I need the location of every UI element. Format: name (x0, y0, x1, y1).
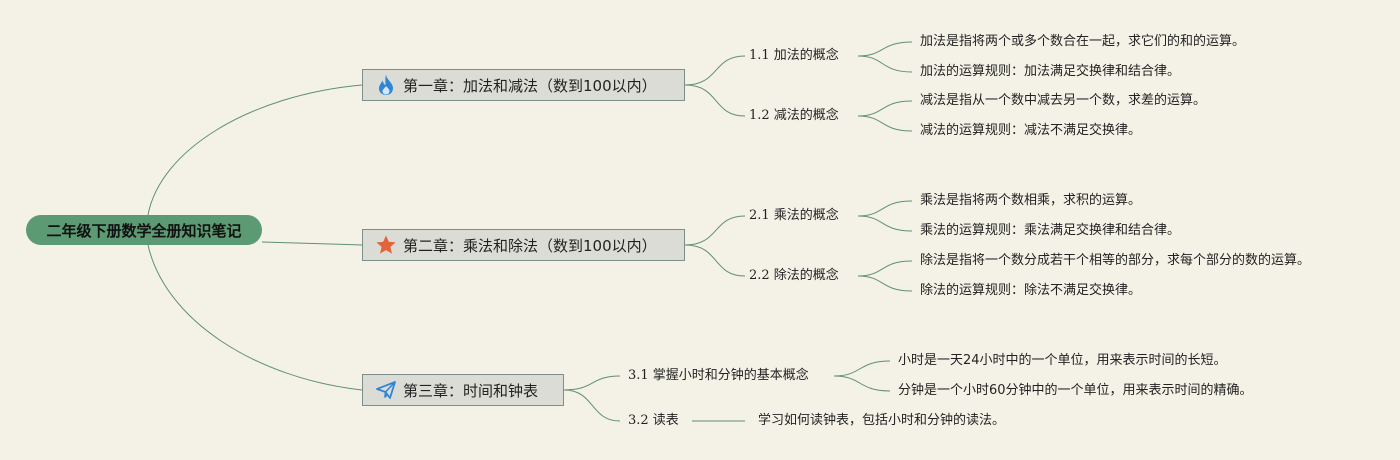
note-1-2-b[interactable]: 减法的运算规则：减法不满足交换律。 (920, 123, 1142, 138)
link-ch3-s2 (563, 389, 621, 422)
section-1-1[interactable]: 1.1 加法的概念 (749, 48, 839, 63)
link-s11-n2 (857, 55, 913, 73)
link-root-ch2 (261, 241, 363, 246)
root-title: 二年级下册数学全册知识笔记 (46, 221, 242, 240)
chapter-3-node[interactable]: 第三章：时间和钟表 (362, 374, 564, 406)
link-s22-n1 (857, 260, 913, 277)
section-1-2[interactable]: 1.2 减法的概念 (749, 108, 839, 123)
chapter-2-title: 第二章：乘法和除法（数到100以内） (403, 236, 657, 255)
link-s22-n2 (857, 275, 913, 292)
note-1-1-a[interactable]: 加法是指将两个或多个数合在一起，求它们的和的运算。 (920, 34, 1246, 49)
chapter-2-node[interactable]: 第二章：乘法和除法（数到100以内） (362, 229, 685, 261)
link-ch1-s1 (684, 55, 746, 86)
link-s12-n2 (857, 115, 913, 132)
note-3-2-a[interactable]: 学习如何读钟表，包括小时和分钟的读法。 (758, 413, 1006, 428)
root-topic[interactable]: 二年级下册数学全册知识笔记 (26, 215, 262, 245)
link-ch1-s2 (684, 84, 746, 117)
link-s21-n2 (857, 215, 913, 232)
link-s31-n1 (833, 360, 891, 377)
paper-plane-icon (375, 379, 397, 401)
chapter-3-title: 第三章：时间和钟表 (403, 381, 539, 400)
link-root-ch3 (147, 244, 363, 391)
section-3-1[interactable]: 3.1 掌握小时和分钟的基本概念 (628, 368, 809, 383)
chapter-1-node[interactable]: 第一章：加法和减法（数到100以内） (362, 69, 685, 101)
note-2-1-b[interactable]: 乘法的运算规则：乘法满足交换律和结合律。 (920, 223, 1181, 238)
note-1-1-b[interactable]: 加法的运算规则：加法满足交换律和结合律。 (920, 64, 1181, 79)
note-2-2-a[interactable]: 除法是指将一个数分成若干个相等的部分，求每个部分的数的运算。 (920, 253, 1311, 268)
link-s21-n1 (857, 200, 913, 217)
link-ch2-s1 (684, 215, 746, 246)
note-2-1-a[interactable]: 乘法是指将两个数相乘，求积的运算。 (920, 193, 1142, 208)
flame-icon (375, 74, 397, 96)
section-2-2[interactable]: 2.2 除法的概念 (749, 268, 839, 283)
note-3-1-a[interactable]: 小时是一天24小时中的一个单位，用来表示时间的长短。 (898, 353, 1227, 368)
section-2-1[interactable]: 2.1 乘法的概念 (749, 208, 839, 223)
link-ch3-s1 (563, 375, 621, 391)
link-s31-n2 (833, 375, 891, 392)
note-2-2-b[interactable]: 除法的运算规则：除法不满足交换律。 (920, 283, 1142, 298)
link-s12-n1 (857, 100, 913, 117)
link-root-ch1 (147, 84, 363, 216)
chapter-1-title: 第一章：加法和减法（数到100以内） (403, 76, 657, 95)
note-1-2-a[interactable]: 减法是指从一个数中减去另一个数，求差的运算。 (920, 93, 1207, 108)
section-3-2[interactable]: 3.2 读表 (628, 413, 679, 428)
star-icon (375, 234, 397, 256)
link-ch2-s2 (684, 244, 746, 277)
link-s11-n1 (857, 41, 913, 57)
note-3-1-b[interactable]: 分钟是一个小时60分钟中的一个单位，用来表示时间的精确。 (898, 383, 1253, 398)
